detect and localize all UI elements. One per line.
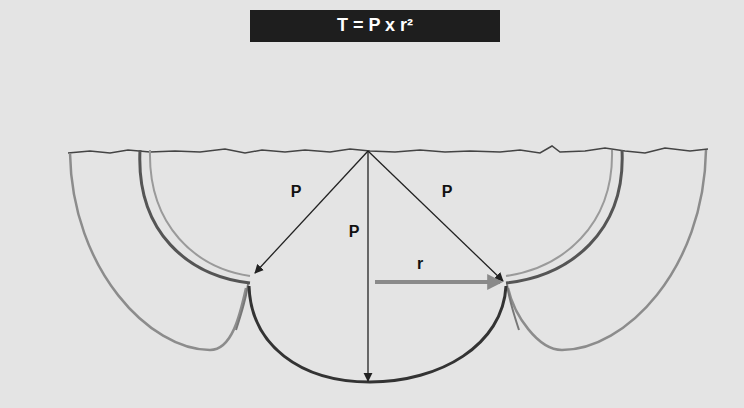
pressure-arrow <box>255 151 368 273</box>
radius-label: r <box>415 255 425 273</box>
commissure <box>507 284 519 330</box>
pressure-label: P <box>440 183 455 201</box>
left-cusp <box>140 150 250 283</box>
pressure-arrow <box>368 151 503 281</box>
pressure-arrow <box>367 151 368 381</box>
left-sinus-outline <box>70 153 246 350</box>
right-sinus-outline <box>508 150 706 350</box>
pressure-label: P <box>347 223 362 241</box>
formula-title: T = P x r² <box>337 15 413 35</box>
left-cusp-inner <box>150 150 250 276</box>
pressure-label: P <box>289 183 304 201</box>
middle-cusp <box>249 286 506 382</box>
commissure <box>236 284 248 330</box>
radius-arrow <box>375 280 500 284</box>
right-cusp-inner <box>506 150 612 276</box>
right-cusp <box>506 150 622 283</box>
title-banner: T = P x r² <box>250 10 500 42</box>
